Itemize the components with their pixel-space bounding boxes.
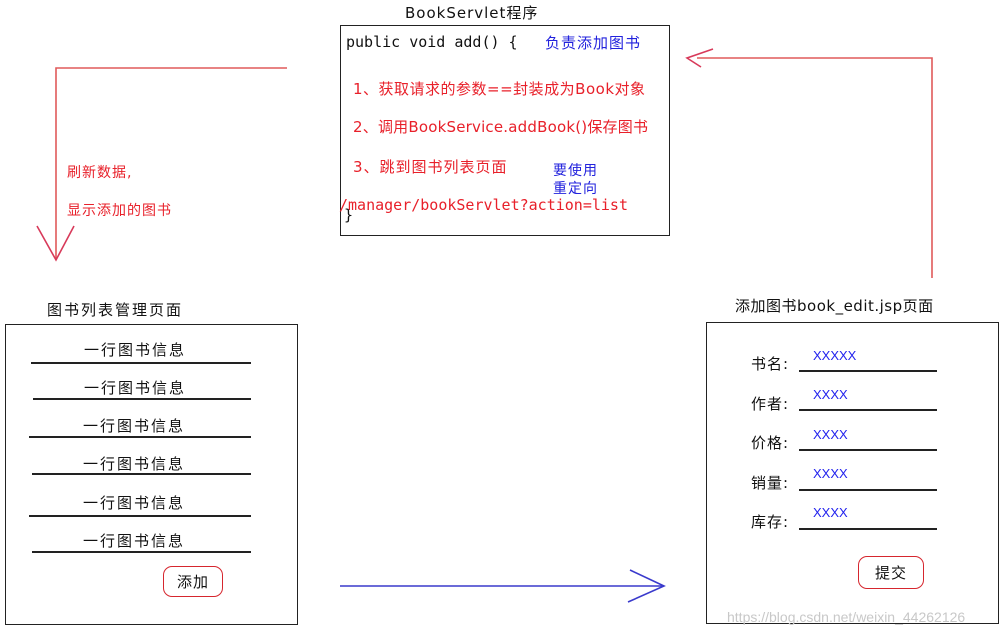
signature-text: public void add() {: [346, 33, 518, 51]
field-label-price: 价格:: [751, 434, 790, 452]
field-value-name[interactable]: XXXXX: [813, 348, 857, 363]
row-divider: [29, 436, 251, 438]
redirect-note-line2: 重定向: [553, 181, 598, 197]
watermark: https://blog.csdn.net/weixin_44262126: [727, 609, 966, 625]
add-navigate-arrow: [340, 569, 666, 603]
book-name-input[interactable]: [799, 370, 937, 372]
step-2: 2、调用BookService.addBook()保存图书: [353, 118, 649, 136]
field-value-stock[interactable]: XXXX: [813, 505, 848, 520]
signature-comment: 负责添加图书: [545, 34, 642, 52]
stock-input[interactable]: [799, 528, 937, 530]
list-item[interactable]: 一行图书信息: [83, 417, 186, 435]
submit-button[interactable]: 提交: [858, 556, 924, 589]
servlet-code-box: public void add() { 负责添加图书 1、获取请求的参数==封装…: [339, 25, 670, 236]
step-3: 3、跳到图书列表页面: [353, 158, 508, 176]
sales-input[interactable]: [799, 489, 937, 491]
list-item[interactable]: 一行图书信息: [83, 532, 186, 550]
edit-page-title: 添加图书book_edit.jsp页面: [735, 297, 934, 315]
list-item[interactable]: 一行图书信息: [83, 494, 186, 512]
add-book-button[interactable]: 添加: [163, 566, 223, 597]
refresh-note-line2: 显示添加的图书: [67, 203, 172, 219]
redirect-arrow: [36, 67, 287, 262]
servlet-title: BookServlet程序: [405, 4, 539, 22]
refresh-note-line1: 刷新数据,: [67, 165, 133, 181]
row-divider: [32, 473, 251, 475]
field-label-author: 作者:: [751, 395, 790, 413]
submit-arrow: [685, 48, 933, 278]
book-edit-page: 书名: XXXXX 作者: XXXX 价格: XXXX 销量: XXXX 库存:…: [706, 322, 999, 624]
book-list-page: 一行图书信息 一行图书信息 一行图书信息 一行图书信息 一行图书信息 一行图书信…: [5, 324, 298, 625]
field-label-name: 书名:: [751, 355, 790, 373]
row-divider: [31, 362, 251, 364]
list-item[interactable]: 一行图书信息: [83, 455, 186, 473]
field-label-stock: 库存:: [751, 513, 790, 531]
row-divider: [32, 551, 251, 553]
price-input[interactable]: [799, 449, 937, 451]
step-1: 1、获取请求的参数==封装成为Book对象: [353, 80, 646, 98]
closing-brace: }: [344, 206, 354, 224]
list-page-title: 图书列表管理页面: [47, 301, 184, 319]
list-item[interactable]: 一行图书信息: [84, 379, 187, 397]
field-value-sales[interactable]: XXXX: [813, 466, 848, 481]
row-divider: [29, 515, 251, 517]
list-item[interactable]: 一行图书信息: [84, 341, 187, 359]
field-value-price[interactable]: XXXX: [813, 427, 848, 442]
field-value-author[interactable]: XXXX: [813, 387, 848, 402]
author-input[interactable]: [799, 409, 937, 411]
row-divider: [33, 398, 251, 400]
field-label-sales: 销量:: [751, 474, 790, 492]
redirect-url: /manager/bookServlet?action=list: [339, 196, 628, 214]
redirect-note-line1: 要使用: [553, 163, 598, 179]
method-signature: public void add() {: [346, 33, 518, 51]
